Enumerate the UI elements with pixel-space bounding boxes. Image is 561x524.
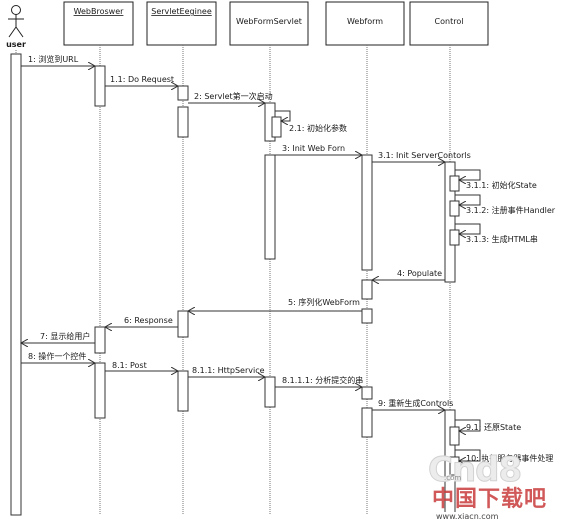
message-label: 1.1: Do Request [110,75,174,84]
control-activation [449,200,460,217]
participant-browser-box [63,1,134,46]
message-label: 8: 操作一个控件 [28,351,86,361]
message-label: 1: 浏览到URL [28,54,79,64]
participant-servlet-box [229,1,309,46]
actor-leg-right [15,26,24,38]
webform-activation [361,308,373,324]
engine-activation [177,310,189,338]
message-label: 8.1.1.1: 分析提交的串 [282,375,363,385]
message-label: 2.1: 初始化参数 [289,123,347,133]
participant-control-box [409,1,489,46]
servlet-activation [264,376,276,408]
engine-activation [177,106,189,138]
control-activation [449,426,460,446]
actor-name: user [6,40,26,49]
actor-head [11,5,21,15]
message-label: 3.1: Init ServerContorls [378,151,471,160]
watermark-logo-text: Cnd8 [427,450,522,490]
servlet-activation [271,116,282,138]
message-label: 3: Init Web Forn [282,144,345,153]
browser-activation [94,326,106,354]
participant-servlet-label: WebFormServlet [236,17,302,26]
user-actor: user [6,5,26,49]
control-activation [449,175,460,192]
participant-webform-label: Webform [347,17,383,26]
browser-activation [94,65,106,107]
webform-activation [361,386,373,400]
participant-browser-label: WebBroswer [74,7,125,16]
message-10-arrow [455,449,481,461]
participant-control-label: Control [435,17,464,26]
control-activation [449,229,460,246]
message-label: 8.1.1: HttpService [192,366,265,375]
participant-control: Control [409,1,489,46]
actor-leg-left [8,26,17,38]
participant-browser: WebBroswer [63,1,134,46]
participant-webform-box [325,1,405,46]
participant-engine: ServletEeginee [146,1,217,46]
message-label: 9.1: 还原State [466,422,521,432]
message-3-1-2-arrow [455,194,481,205]
user-activation [10,53,22,516]
message-3-1-1-arrow [455,169,481,180]
message-3-1-3-arrow [455,223,481,234]
watermark-logo-sub-text: .com [444,474,462,482]
message-label: 6: Response [124,316,173,325]
message-label: 10: 执行服务器事件处理 [466,453,553,463]
control-activation [444,161,456,283]
webform-activation [361,407,373,438]
message-label: 5: 序列化WebForm [288,297,360,307]
participant-webform: Webform [325,1,405,46]
servlet-activation [264,154,276,260]
participant-engine-label: ServletEeginee [151,7,212,16]
browser-activation [94,362,106,419]
watermark-logo-sub: .com [444,474,461,482]
watermark-cn-text: 中国下载吧 [432,488,558,512]
webform-activation [361,279,373,300]
watermark-cn-label: 中国下载吧 [432,487,548,512]
control-activation [449,456,460,476]
message-label: 4: Populate [397,269,442,278]
message-label: 3.1.1: 初始化State [466,180,537,190]
engine-activation [177,370,189,412]
watermark-url: www.xiacn.com [436,512,499,521]
message-9-1-arrow [455,419,481,431]
message-label: 2: Servlet第一次启动 [194,91,273,101]
message-2-1-arrow [275,110,291,121]
participant-servlet: WebFormServlet [229,1,309,46]
watermark-url-text: www.xiacn.com [436,512,499,521]
message-label: 3.1.3: 生成HTML串 [466,234,538,244]
engine-activation [177,85,189,101]
message-label: 7: 显示给用户 [40,331,90,341]
message-label: 9: 重新生成Controls [378,398,453,408]
watermark-logo: Cnd8 [427,450,556,490]
message-label: 3.1.2: 注册事件Handler [466,205,556,215]
message-label: 8.1: Post [112,361,147,370]
webform-activation [361,154,373,271]
participant-engine-box [146,1,217,46]
